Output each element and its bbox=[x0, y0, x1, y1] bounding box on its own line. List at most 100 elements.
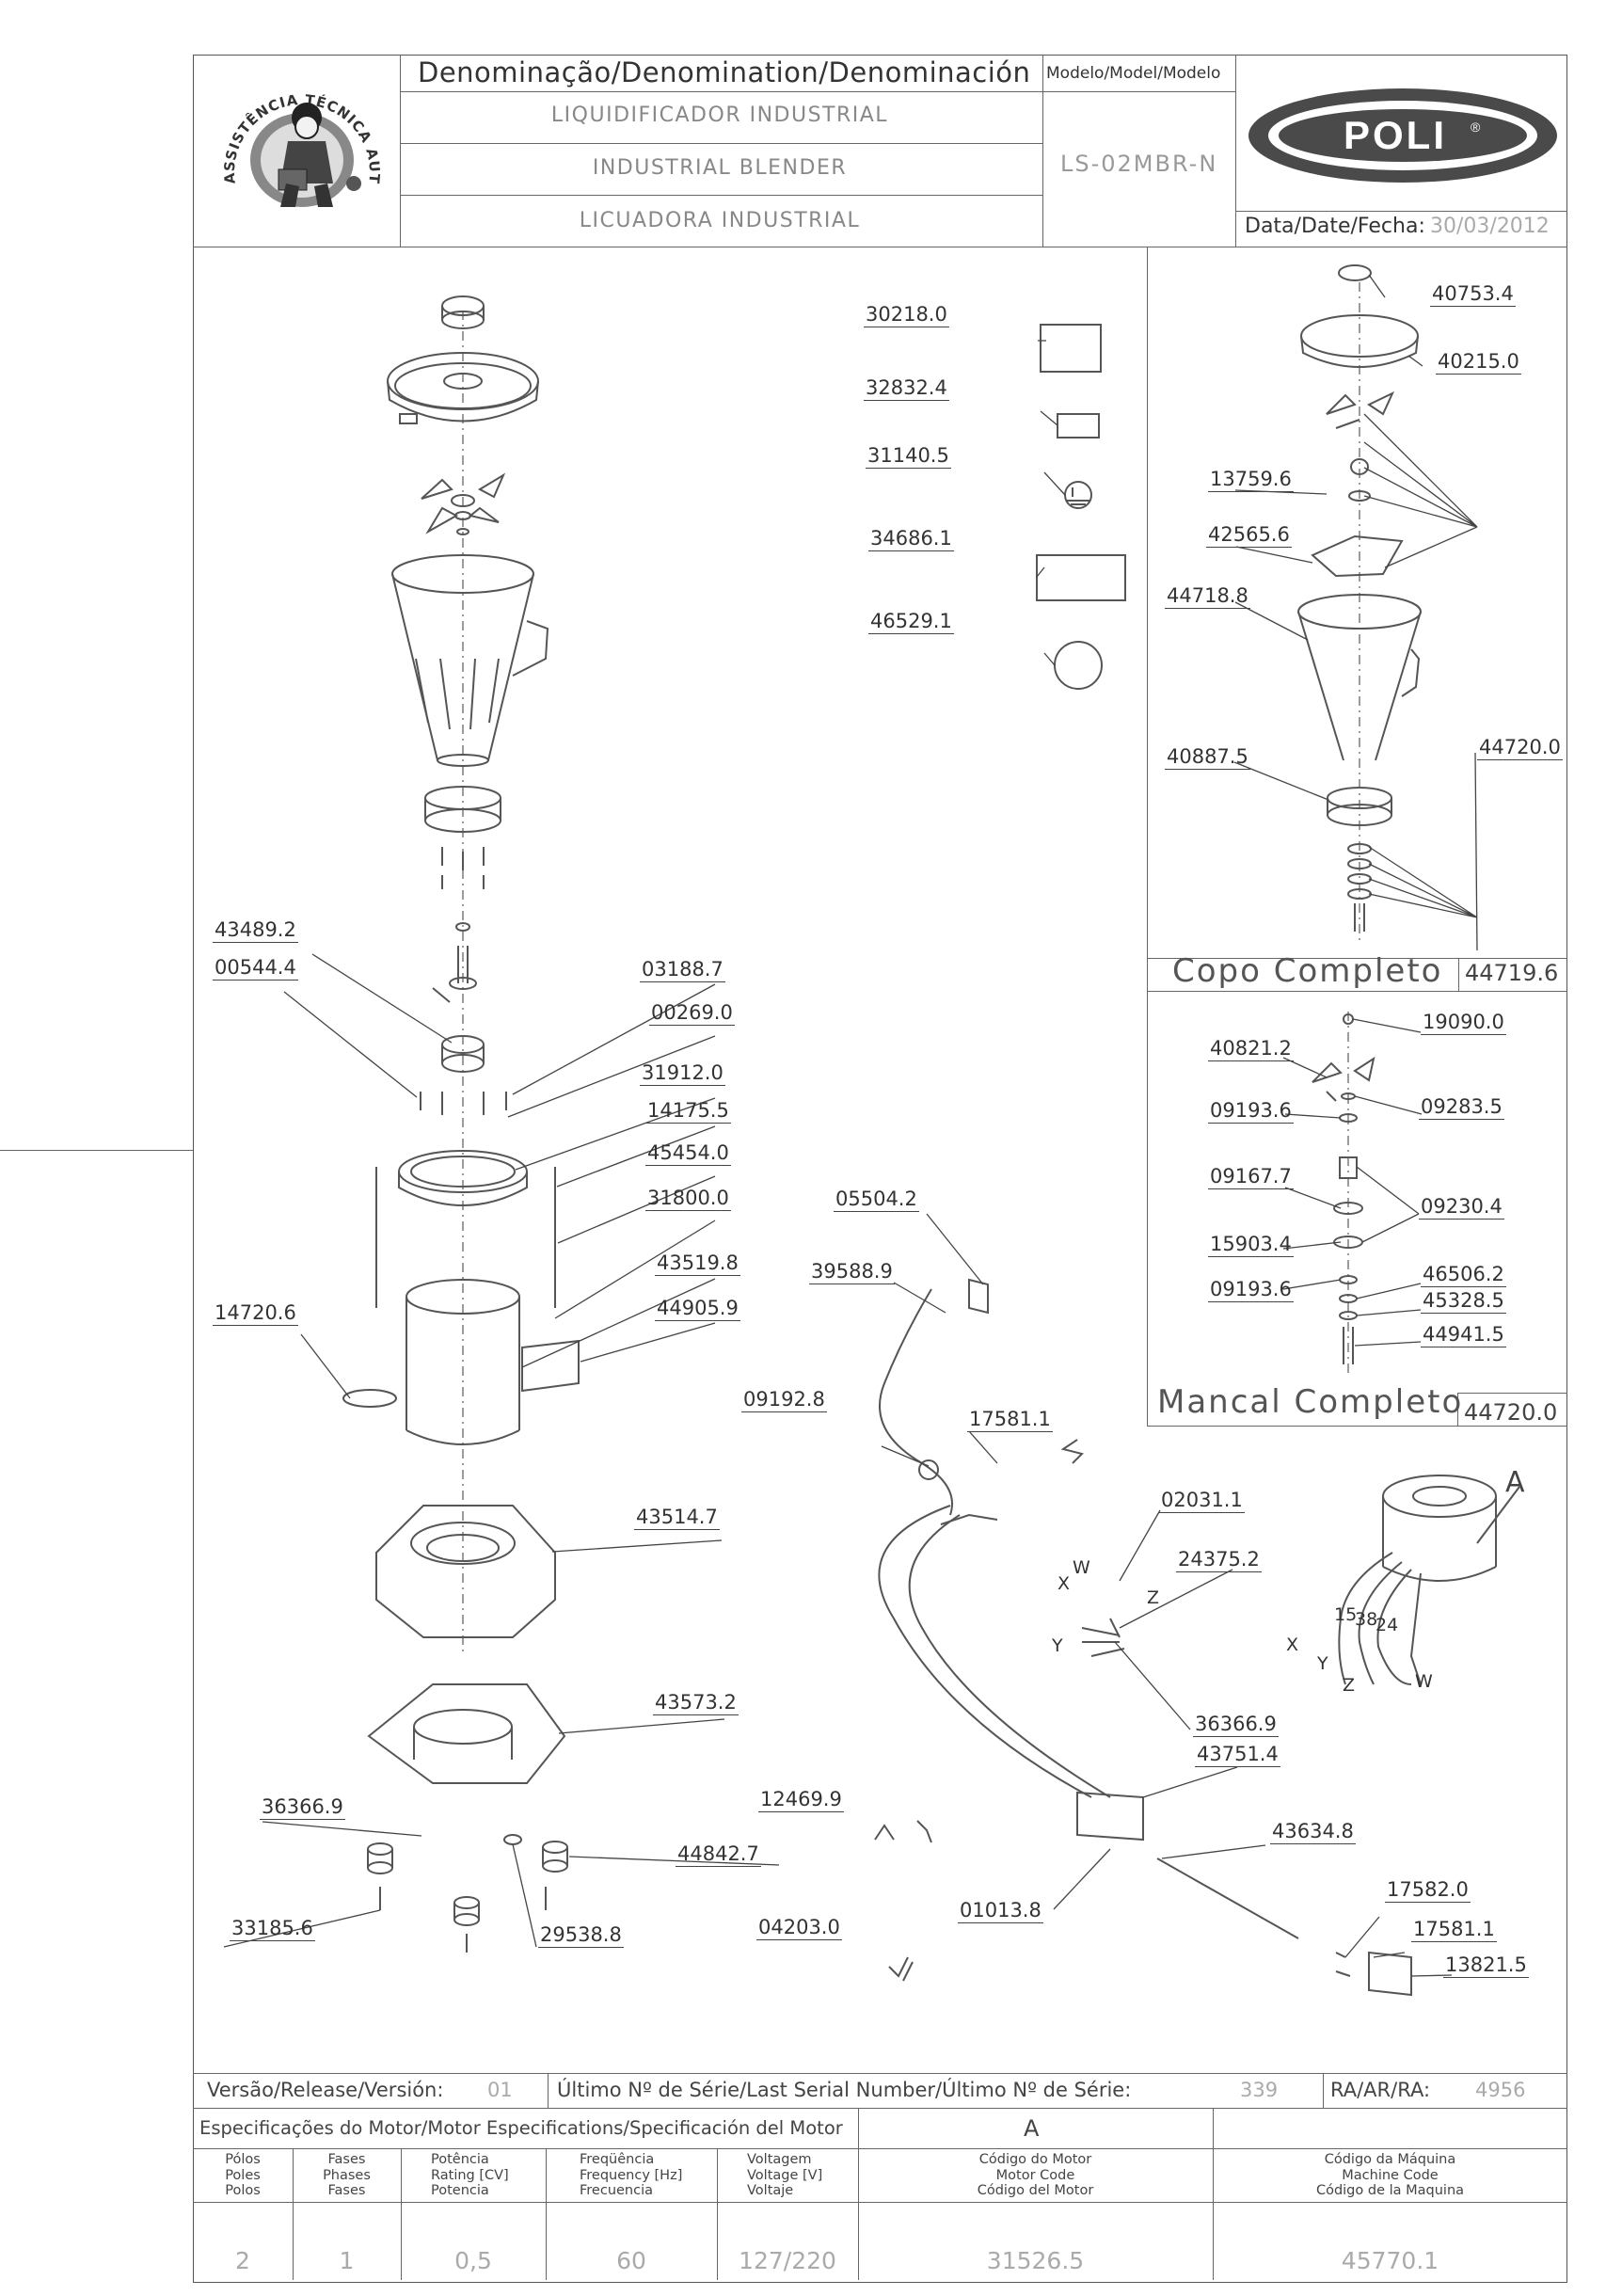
release-label: Versão/Release/Versión: bbox=[207, 2079, 444, 2101]
warning-labels-drawing bbox=[1036, 324, 1126, 690]
part-label: 00544.4 bbox=[213, 956, 298, 981]
wire-label-x2: X bbox=[1286, 1634, 1299, 1655]
part-label: 17581.1 bbox=[967, 1408, 1053, 1432]
mancal-code-top bbox=[1457, 1393, 1567, 1394]
bottom-block-row-3 bbox=[193, 2148, 1567, 2149]
title-row-3 bbox=[400, 195, 1042, 196]
wire-label-w1: W bbox=[1073, 1557, 1090, 1578]
part-label: 44718.8 bbox=[1165, 584, 1250, 609]
bottom-div-c2 bbox=[401, 2148, 402, 2280]
title-row-date bbox=[1235, 211, 1567, 212]
badge-drawing bbox=[342, 1389, 397, 1408]
copo-title-top bbox=[1147, 958, 1567, 959]
part-label: 33185.6 bbox=[230, 1917, 315, 1941]
value-machine-code: 45770.1 bbox=[1341, 2247, 1439, 2274]
part-label: 43514.7 bbox=[634, 1506, 720, 1530]
serial-value: 339 bbox=[1240, 2079, 1279, 2101]
part-label: 09230.4 bbox=[1419, 1195, 1504, 1220]
value-potencia: 0,5 bbox=[454, 2247, 492, 2274]
product-name-es: LICUADORA INDUSTRIAL bbox=[579, 209, 861, 232]
product-name-pt: LIQUIDIFICADOR INDUSTRIAL bbox=[550, 104, 889, 127]
brand-logo: POLI ® bbox=[1245, 87, 1561, 184]
part-label: 43573.2 bbox=[653, 1691, 739, 1715]
title-block-div-2 bbox=[1042, 55, 1043, 247]
part-label: 30218.0 bbox=[864, 303, 949, 327]
part-label: 31912.0 bbox=[640, 1061, 725, 1086]
part-label: 15903.4 bbox=[1208, 1233, 1294, 1257]
part-label: 44905.9 bbox=[655, 1297, 740, 1321]
model-header: Modelo/Model/Modelo bbox=[1046, 64, 1221, 83]
part-label: 09192.8 bbox=[741, 1388, 827, 1412]
part-label: 13821.5 bbox=[1443, 1953, 1529, 1978]
part-label: 40821.2 bbox=[1208, 1037, 1294, 1061]
part-label: 43751.4 bbox=[1195, 1743, 1280, 1767]
brand-name: POLI bbox=[1344, 113, 1447, 157]
lid-knob-drawing bbox=[441, 295, 485, 329]
part-label: 43489.2 bbox=[213, 918, 298, 943]
bottom-div-spec bbox=[858, 2108, 859, 2280]
brand-registered-mark: ® bbox=[1471, 120, 1481, 135]
copo-completo-code: 44719.6 bbox=[1465, 960, 1559, 986]
mancal-completo-title: Mancal Completo bbox=[1157, 1383, 1464, 1421]
drawing-frame bbox=[193, 55, 1567, 2283]
wire-label-24: 24 bbox=[1376, 1615, 1399, 1635]
left-margin-line bbox=[0, 1150, 193, 1151]
value-frequencia: 60 bbox=[616, 2247, 646, 2274]
part-label: 24375.2 bbox=[1176, 1548, 1262, 1572]
part-label: 09193.6 bbox=[1208, 1099, 1294, 1124]
mancal-bottom bbox=[1147, 1426, 1567, 1427]
part-label: 09193.6 bbox=[1208, 1278, 1294, 1302]
ra-value: 4956 bbox=[1475, 2079, 1526, 2101]
part-label: 03188.7 bbox=[640, 958, 725, 982]
detail-a-label: A bbox=[1505, 1466, 1525, 1499]
product-name-en: INDUSTRIAL BLENDER bbox=[592, 156, 848, 180]
part-label: 34686.1 bbox=[868, 527, 954, 551]
serial-label: Último Nº de Série/Last Serial Number/Úl… bbox=[557, 2079, 1132, 2101]
wire-label-w2: W bbox=[1415, 1671, 1433, 1692]
part-label: 45328.5 bbox=[1421, 1289, 1506, 1314]
lid-drawing bbox=[387, 352, 539, 424]
wire-label-15: 15 bbox=[1334, 1604, 1358, 1625]
wiring-harness-drawing bbox=[874, 1278, 1412, 1997]
part-label: 14720.6 bbox=[213, 1301, 298, 1326]
part-label: 43519.8 bbox=[655, 1252, 740, 1276]
title-row-2 bbox=[400, 143, 1042, 144]
part-label: 05504.2 bbox=[834, 1188, 919, 1212]
part-label: 02031.1 bbox=[1159, 1489, 1245, 1513]
part-label: 44842.7 bbox=[676, 1842, 761, 1867]
part-label: 14175.5 bbox=[645, 1099, 731, 1124]
wire-label-38: 38 bbox=[1355, 1609, 1378, 1630]
part-label: 46506.2 bbox=[1421, 1263, 1506, 1287]
wire-label-z1: Z bbox=[1147, 1587, 1160, 1608]
part-label: 31140.5 bbox=[866, 444, 951, 469]
part-label: 45454.0 bbox=[645, 1141, 731, 1166]
part-label: 42565.6 bbox=[1206, 523, 1292, 548]
part-label: 09283.5 bbox=[1419, 1095, 1504, 1120]
detail-a-motor-drawing bbox=[1338, 1475, 1520, 1685]
motor-spec-label: Especificações do Motor/Motor Especifica… bbox=[199, 2117, 843, 2139]
motor-housing-drawing bbox=[406, 1279, 580, 1445]
bottom-div-machine bbox=[1213, 2108, 1214, 2280]
motor-coupling-drawing bbox=[375, 1035, 556, 1308]
part-label: 39588.9 bbox=[809, 1260, 895, 1284]
title-block-div-3 bbox=[1235, 55, 1236, 247]
value-motor-code: 31526.5 bbox=[986, 2247, 1085, 2274]
copo-code-div bbox=[1458, 958, 1459, 991]
ra-label: RA/AR/RA: bbox=[1330, 2079, 1431, 2101]
coupling-base-drawing bbox=[424, 786, 501, 833]
part-label: 40215.0 bbox=[1436, 350, 1521, 375]
bottom-div-c3 bbox=[546, 2148, 547, 2280]
bottom-block-top bbox=[193, 2073, 1567, 2074]
part-label: 44720.0 bbox=[1477, 736, 1563, 760]
denomination-header: Denominação/Denomination/Denominación bbox=[418, 56, 1031, 88]
part-label: 31800.0 bbox=[645, 1187, 731, 1211]
wire-label-y1: Y bbox=[1052, 1635, 1063, 1656]
part-label: 17582.0 bbox=[1385, 1878, 1471, 1903]
value-voltagem: 127/220 bbox=[739, 2247, 836, 2274]
part-label: 40887.5 bbox=[1165, 745, 1250, 770]
